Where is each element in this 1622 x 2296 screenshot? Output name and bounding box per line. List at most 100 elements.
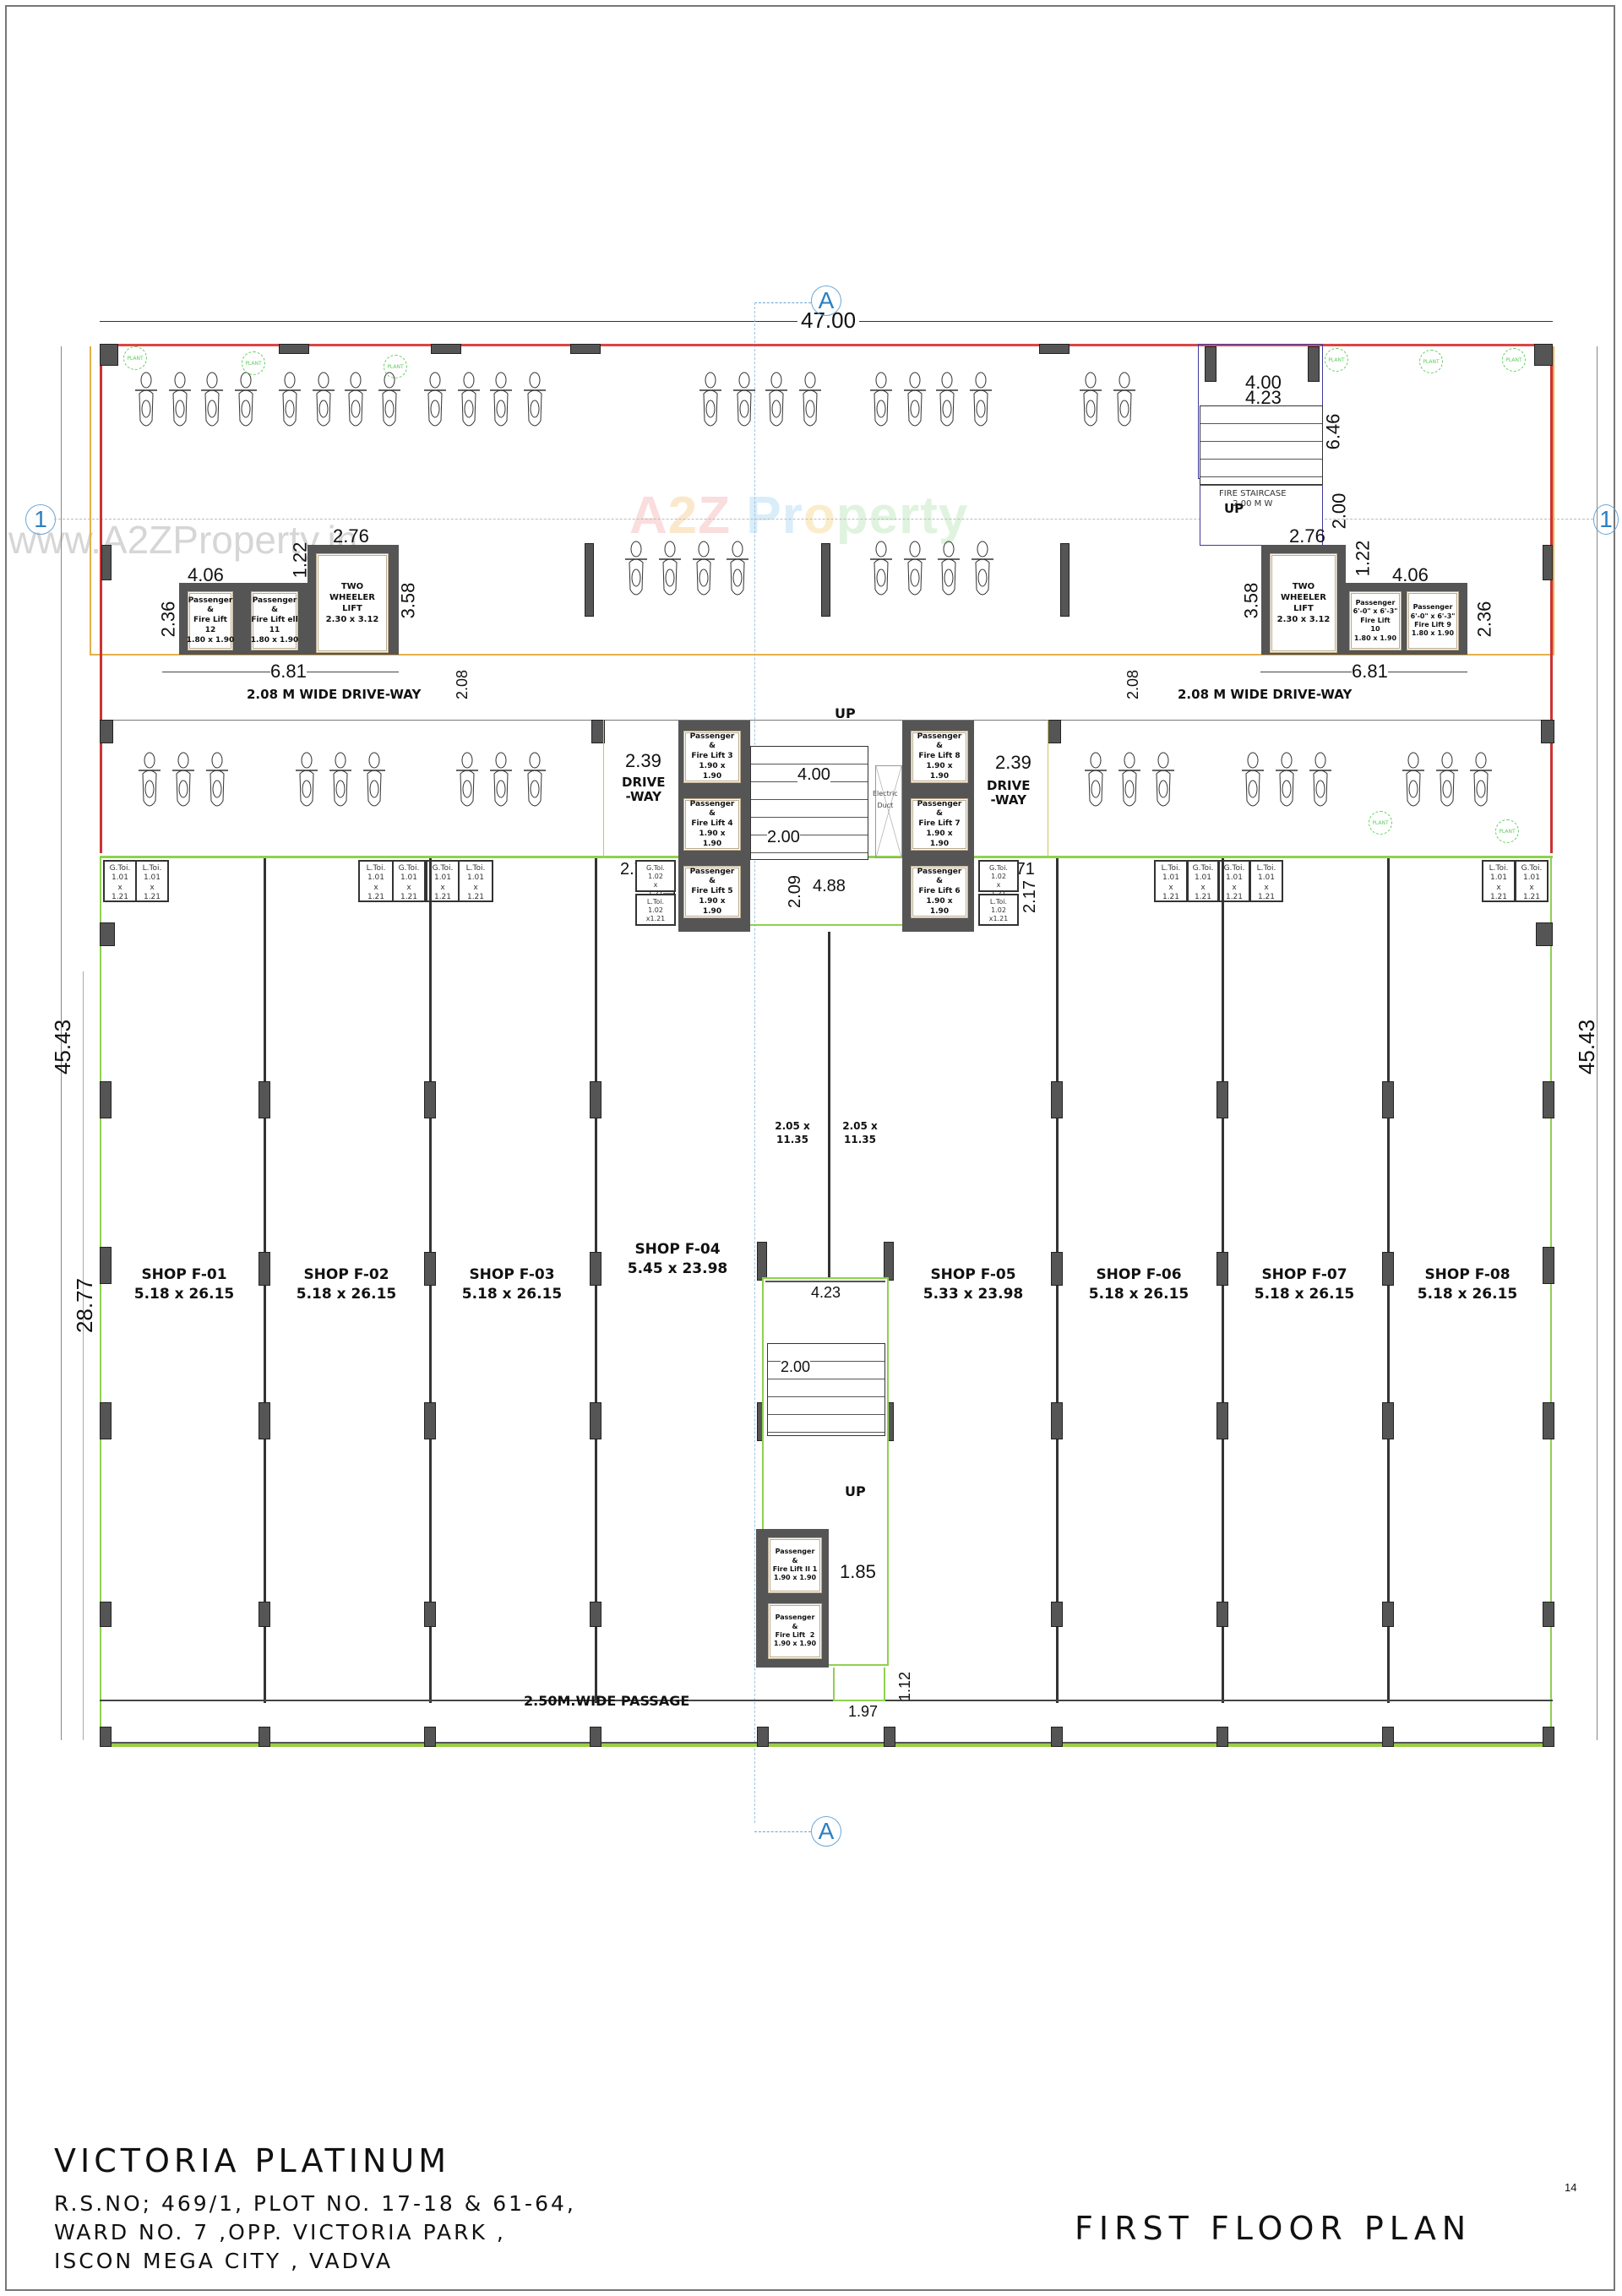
column	[1543, 545, 1553, 580]
column	[757, 1727, 769, 1747]
column	[100, 1081, 112, 1118]
column	[1536, 922, 1553, 946]
ladies-toilet: L.Toi. 1.01 x 1.21	[1154, 860, 1188, 902]
shop-size: 5.18 x 26.15	[1417, 1285, 1518, 1303]
column	[590, 1602, 601, 1627]
plant-icon: PLANT	[1502, 348, 1526, 372]
ladies-toilet: L.Toi. 1.02 x1.21	[978, 894, 1019, 926]
column	[101, 545, 112, 580]
shop-f-07: SHOP F-07 5.18 x 26.15	[1227, 1265, 1382, 1304]
dimension-2-36: 2.36	[1473, 601, 1495, 638]
column	[259, 1081, 270, 1118]
dimension-2-00: 2.00	[1328, 492, 1350, 530]
column	[424, 1602, 436, 1627]
fire-staircase-landing: FIRE STAIRCASE 2.00 M W UP	[1200, 485, 1323, 546]
dimension-4-23: 4.23	[811, 1284, 841, 1302]
column	[1216, 1081, 1228, 1118]
dimension-4-00: 4.00	[1245, 372, 1282, 393]
passage-label: 2.50M.WIDE PASSAGE	[524, 1693, 690, 1709]
central-stair-up-label: UP	[835, 705, 856, 721]
fire-staircase-label: FIRE STAIRCASE 2.00 M W	[1219, 489, 1287, 509]
two-wheeler-lift-shaft: TWO WHEELER LIFT 2.30 x 3.12	[1261, 545, 1346, 655]
shop-f-04: SHOP F-04 5.45 x 23.98	[601, 1240, 754, 1279]
ladies-toilet: L.Toi. 1.01 x 1.21	[1482, 860, 1516, 902]
dimension-1-22: 1.22	[289, 541, 311, 579]
column	[424, 1402, 436, 1439]
dimension-2-08-right: 2.08	[1124, 669, 1142, 700]
column	[1382, 1252, 1394, 1286]
column	[1216, 1602, 1228, 1627]
shop-name: SHOP F-04	[634, 1241, 721, 1258]
column	[1060, 543, 1070, 617]
project-title: VICTORIA PLATINUM	[54, 2142, 450, 2179]
drive-way-label-right: DRIVE -WAY	[987, 778, 1031, 808]
motorbike-icons	[624, 541, 994, 596]
left-depth-dimension: 45.43	[50, 1019, 76, 1075]
shop-name: SHOP F-05	[930, 1266, 1016, 1283]
page-number: 14	[1565, 2181, 1577, 2194]
dimension-1-22: 1.22	[1352, 540, 1374, 577]
column	[1216, 1727, 1228, 1747]
dimension-6-81: 6.81	[270, 661, 307, 683]
gents-toilet: G.Toi. 1.01 x 1.21	[392, 860, 426, 902]
column	[1039, 344, 1070, 354]
section-line	[754, 1831, 811, 1833]
column	[1543, 1081, 1554, 1118]
address-line-2: WARD NO. 7 ,OPP. VICTORIA PARK ,	[54, 2220, 506, 2244]
parking-bay-left	[100, 720, 604, 857]
plant-icon: PLANT	[1495, 819, 1519, 843]
column	[591, 720, 605, 743]
corridor-right-size: 2.05 x 11.35	[842, 1120, 878, 1145]
rear-stair-up-label: UP	[845, 1483, 866, 1499]
section-line	[754, 302, 811, 304]
left-boundary	[100, 346, 102, 853]
ladies-toilet: L.Toi. 1.01 x 1.21	[358, 860, 394, 902]
ladies-toilet: L.Toi. 1.01 x 1.21	[135, 860, 169, 902]
column	[259, 1727, 270, 1747]
column	[884, 1242, 894, 1281]
column	[1543, 1402, 1554, 1439]
shop-size: 5.18 x 26.15	[133, 1285, 235, 1303]
column	[1543, 1247, 1554, 1284]
fire-staircase-up-label: UP	[1224, 501, 1244, 516]
lift-shaft: Passenger 6'-0" x 6'-3" Fire Lift 10 1.8…	[1346, 583, 1467, 655]
column	[1382, 1081, 1394, 1118]
shop-depth-dimension-line	[83, 971, 84, 1740]
shop-f-02: SHOP F-02 5.18 x 26.15	[269, 1265, 424, 1304]
two-wheeler-parking-middle	[608, 532, 1031, 608]
corridor-partition	[828, 932, 830, 1278]
plant-icon: PLANT	[242, 351, 265, 375]
shop-size: 5.18 x 26.15	[461, 1285, 563, 1303]
driveway-line	[100, 720, 1553, 721]
dimension-2-00: 2.00	[781, 1358, 811, 1376]
gents-toilet: G.Toi. 1.01 x 1.21	[1187, 860, 1219, 902]
watermark-logo: A2Z Property	[629, 487, 969, 545]
shop-size: 5.18 x 26.15	[1088, 1285, 1189, 1303]
boundary-red-line	[100, 344, 1553, 346]
shop-size: 5.45 x 23.98	[627, 1260, 728, 1277]
dimension-2-39-right: 2.39	[995, 752, 1031, 773]
column	[100, 1602, 112, 1627]
driveway-label-right: 2.08 M WIDE DRIVE-WAY	[1178, 687, 1353, 702]
lift-shaft: Passenger & Fire Lift 12 1.80 x 1.90	[179, 583, 255, 655]
two-wheeler-lift-right: TWO WHEELER LIFT 2.30 x 3.12	[1270, 553, 1337, 653]
plant-icon: PLANT	[1369, 811, 1392, 835]
dimension-6-81: 6.81	[1352, 661, 1388, 683]
column	[590, 1402, 601, 1439]
shop-name: SHOP F-06	[1096, 1266, 1182, 1283]
column	[1051, 1602, 1063, 1627]
gents-toilet: G.Toi. 1.02 x 1.21	[978, 860, 1019, 897]
dimension-2-76: 2.76	[1289, 525, 1325, 547]
column	[259, 1252, 270, 1286]
section-line-vertical	[754, 302, 756, 1823]
lift-shaft: Passenger & Fire Lift ell 11 1.80 x 1.90	[249, 583, 308, 655]
landing-edge	[750, 924, 902, 926]
central-left-lift-core: Passenger & Fire Lift 3 1.90 x 1.90 Pass…	[678, 721, 750, 932]
gents-toilet: G.Toi. 1.01 x 1.21	[103, 860, 137, 902]
column	[590, 1727, 601, 1747]
motorbike-icons	[134, 372, 1136, 427]
shop-left-edge	[100, 858, 101, 1745]
passenger-fire-lift-7: Passenger & Fire Lift 7 1.90 x 1.90	[911, 798, 968, 851]
shop-f-06: SHOP F-06 5.18 x 26.15	[1061, 1265, 1216, 1304]
column	[757, 1242, 767, 1281]
